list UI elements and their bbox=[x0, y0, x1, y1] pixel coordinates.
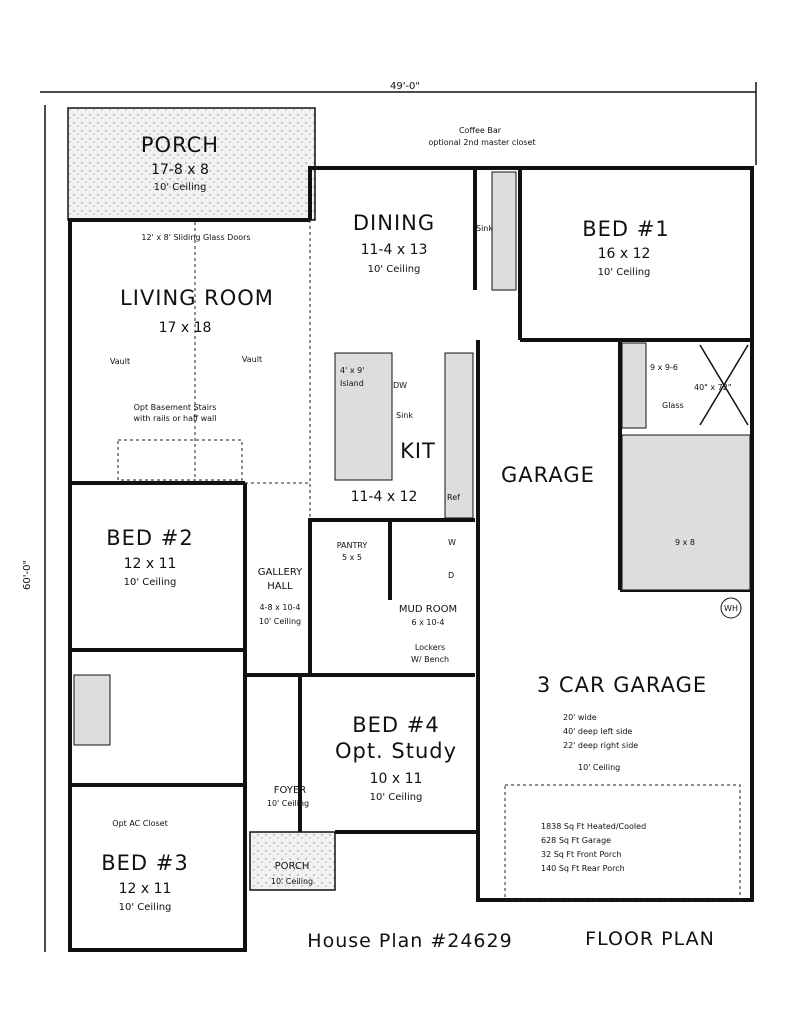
gallery-name: GALLERY bbox=[258, 567, 303, 578]
front-porch-name: PORCH bbox=[275, 861, 310, 872]
vanity bbox=[621, 342, 647, 429]
closet-size: 9 x 8 bbox=[675, 538, 695, 547]
closet-shelf bbox=[621, 434, 751, 591]
bed3-ceiling: 10' Ceiling bbox=[119, 902, 172, 913]
front-porch-ceiling: 10' Ceiling bbox=[271, 877, 313, 886]
bed1-name: BED #1 bbox=[582, 217, 669, 241]
bed4-name: BED #4 bbox=[352, 713, 439, 737]
bed3-name: BED #3 bbox=[101, 851, 188, 875]
stairs-note-2: with rails or half wall bbox=[133, 414, 216, 423]
coffee-bar-note: Coffee Bar bbox=[459, 126, 502, 135]
vault-left: Vault bbox=[110, 357, 130, 366]
washer-label: W bbox=[448, 538, 456, 547]
water-heater-label: WH bbox=[724, 604, 738, 613]
ref-label: Ref bbox=[447, 493, 460, 502]
shower-size: 40" x 72" bbox=[694, 383, 732, 392]
bench-label: W/ Bench bbox=[411, 655, 449, 664]
coffee-sink: Sink bbox=[476, 224, 493, 233]
pantry-name: PANTRY bbox=[337, 541, 368, 550]
rear-porch-size: 17-8 x 8 bbox=[151, 162, 209, 178]
bed4-study: Opt. Study bbox=[335, 739, 457, 763]
bath-size: 9 x 9-6 bbox=[650, 363, 678, 372]
glass-note: Glass bbox=[662, 401, 684, 410]
rear-porch-ceiling: 10' Ceiling bbox=[154, 182, 207, 193]
bed3-size: 12 x 11 bbox=[119, 881, 172, 897]
vault-right: Vault bbox=[242, 355, 262, 364]
pantry-size: 5 x 5 bbox=[342, 553, 362, 562]
stairs-note-1: Opt Basement Stairs bbox=[134, 403, 217, 412]
dw-label: DW bbox=[393, 381, 407, 390]
mud-name: MUD ROOM bbox=[399, 604, 457, 615]
dining-ceiling: 10' Ceiling bbox=[368, 264, 421, 275]
lockers-label: Lockers bbox=[415, 643, 445, 652]
dimension-depth: 60'-0" bbox=[22, 105, 46, 952]
kitchen-sink: Sink bbox=[396, 411, 413, 420]
kitchen-island bbox=[334, 352, 393, 481]
water-heater bbox=[720, 597, 742, 619]
garage-ceiling: 10' Ceiling bbox=[578, 763, 620, 772]
kitchen-name: KIT bbox=[400, 439, 436, 463]
coffee-bar-note-2: optional 2nd master closet bbox=[428, 138, 535, 147]
range-counter bbox=[444, 352, 474, 519]
foyer-name: FOYER bbox=[274, 785, 307, 796]
island-label: Island bbox=[340, 379, 364, 388]
mud-size: 6 x 10-4 bbox=[411, 618, 444, 627]
rear-porch-name: PORCH bbox=[141, 133, 219, 157]
gallery-size: 4-8 x 10-4 bbox=[259, 603, 300, 612]
bed1-ceiling: 10' Ceiling bbox=[598, 267, 651, 278]
depth-label: 60'-0" bbox=[22, 560, 33, 590]
dryer-label: D bbox=[448, 571, 454, 580]
bed1-size: 16 x 12 bbox=[598, 246, 651, 262]
width-label: 49'-0" bbox=[390, 81, 420, 92]
island-size: 4' x 9' bbox=[340, 366, 364, 375]
bed4-ceiling: 10' Ceiling bbox=[370, 792, 423, 803]
ac-closet-note: Opt AC Closet bbox=[112, 819, 167, 828]
bed4-size: 10 x 11 bbox=[370, 771, 423, 787]
dining-size: 11-4 x 13 bbox=[361, 242, 428, 258]
living-name: LIVING ROOM bbox=[120, 286, 274, 310]
openings bbox=[117, 220, 741, 901]
garage-wide: 20' wide bbox=[563, 713, 597, 722]
front-porch bbox=[249, 831, 336, 891]
gallery-ceiling: 10' Ceiling bbox=[259, 617, 301, 626]
bed2-name: BED #2 bbox=[106, 526, 193, 550]
plan-number: House Plan #24629 bbox=[307, 930, 512, 952]
sliding-doors-note: 12' x 8' Sliding Glass Doors bbox=[141, 233, 250, 242]
3-car-garage-name: 3 CAR GARAGE bbox=[537, 673, 707, 697]
gallery-name-2: HALL bbox=[267, 581, 293, 592]
dimension-width: 49'-0" bbox=[40, 81, 757, 165]
stat-front-porch: 32 Sq Ft Front Porch bbox=[541, 850, 622, 859]
stat-rear-porch: 140 Sq Ft Rear Porch bbox=[541, 864, 625, 873]
garage-label: GARAGE bbox=[501, 463, 595, 487]
rear-porch bbox=[67, 107, 316, 221]
garage-deep-left: 40' deep left side bbox=[563, 727, 632, 736]
bed2-size: 12 x 11 bbox=[124, 556, 177, 572]
stat-garage: 628 Sq Ft Garage bbox=[541, 836, 611, 845]
bed2-ceiling: 10' Ceiling bbox=[124, 577, 177, 588]
garage-deep-right: 22' deep right side bbox=[563, 741, 638, 750]
walls bbox=[68, 166, 754, 952]
foyer-ceiling: 10' Ceiling bbox=[267, 799, 309, 808]
bathtub bbox=[73, 674, 111, 746]
floor-plan-title: FLOOR PLAN bbox=[585, 928, 715, 950]
dining-name: DINING bbox=[353, 211, 435, 235]
living-size: 17 x 18 bbox=[159, 320, 212, 336]
coffee-bar-counter bbox=[491, 171, 517, 291]
stat-heated: 1838 Sq Ft Heated/Cooled bbox=[541, 822, 646, 831]
kitchen-size: 11-4 x 12 bbox=[351, 489, 418, 505]
